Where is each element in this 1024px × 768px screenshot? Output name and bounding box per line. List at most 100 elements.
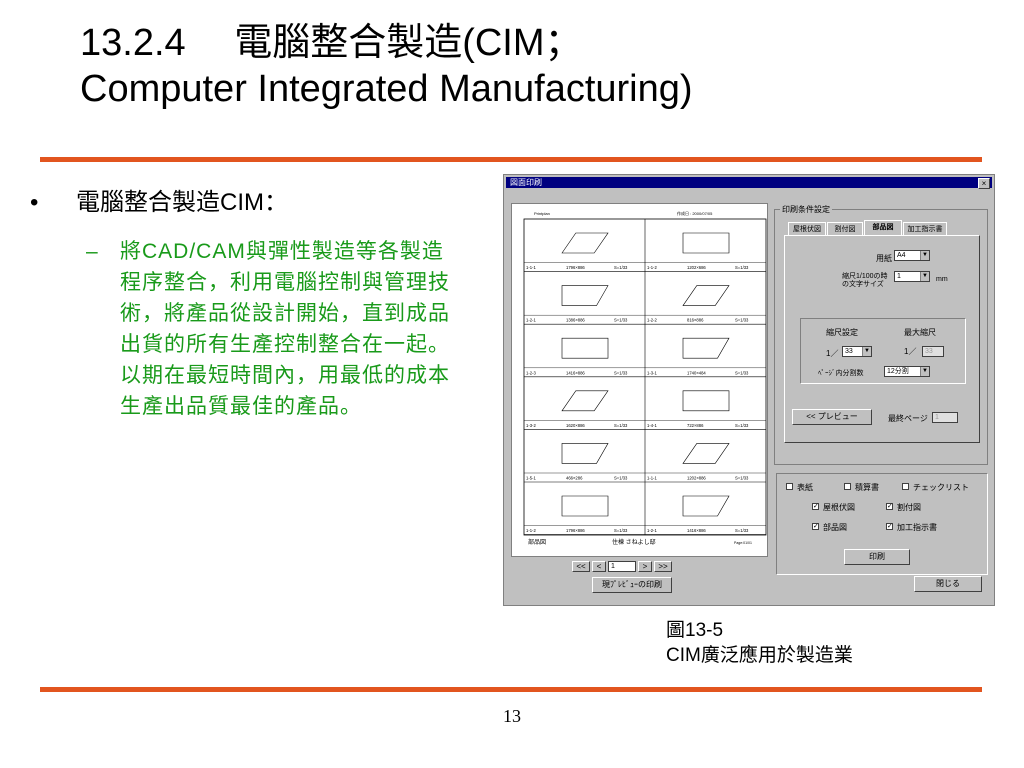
- close-button[interactable]: 閉じる: [914, 576, 982, 592]
- part-drawing: [682, 443, 730, 464]
- chevron-down-icon: ▼: [862, 347, 871, 356]
- part-drawing: [561, 285, 609, 306]
- cell-dimension: 1416×886: [566, 370, 585, 375]
- preview-button[interactable]: << プレビュー: [792, 409, 872, 425]
- tab-parts[interactable]: 部品図: [864, 220, 902, 235]
- scale-label-2: の文字サイズ: [842, 281, 884, 288]
- part-drawing: [561, 337, 609, 359]
- dialog-title: 図面印刷: [510, 178, 542, 187]
- checkbox-label: 屋根伏図: [823, 503, 855, 512]
- cell-dimension: 1620×886: [566, 423, 585, 428]
- checkbox[interactable]: ✓: [886, 523, 893, 530]
- tab-layout[interactable]: 割付図: [827, 222, 863, 235]
- cell-scale: S=1/33: [614, 265, 628, 270]
- dialog-title-bar: 図面印刷 ×: [506, 177, 992, 189]
- chevron-down-icon: ▼: [920, 251, 929, 260]
- bullet-2-text: 將CAD/CAM與彈性製造等各製造程序整合，利用電腦控制與管理技術，將產品從設計…: [120, 240, 450, 418]
- checkbox[interactable]: [786, 483, 793, 490]
- last-page-button[interactable]: >>: [654, 561, 672, 572]
- cell-id: 1-2-1: [526, 318, 536, 323]
- cell-scale: S=1/33: [614, 370, 628, 375]
- cell-scale: S=1/33: [735, 476, 749, 481]
- cell-scale: S=1/33: [735, 265, 749, 270]
- split-value: 12分割: [887, 368, 909, 375]
- bullet-dot-icon: •: [30, 189, 39, 216]
- preview-footer-left: 部品図: [528, 538, 546, 546]
- checkbox[interactable]: ✓: [812, 503, 819, 510]
- checkbox-label: 表紙: [797, 483, 813, 492]
- checkbox-label: 加工指示書: [897, 523, 937, 532]
- first-page-button[interactable]: <<: [572, 561, 590, 572]
- dash-icon: –: [86, 240, 98, 263]
- next-page-button[interactable]: >: [638, 561, 652, 572]
- cell-dimension: 1796×886: [566, 265, 585, 270]
- close-icon[interactable]: ×: [978, 178, 990, 189]
- max-ratio-field: 33: [922, 346, 944, 357]
- paper-select[interactable]: A4 ▼: [894, 250, 930, 261]
- caption-line-2: CIM廣泛應用於製造業: [666, 645, 853, 666]
- cell-dimension: 1202×686: [687, 265, 706, 270]
- chevron-down-icon: ▼: [920, 272, 929, 281]
- font-size-unit: mm: [936, 276, 948, 283]
- checkbox-label: チェックリスト: [913, 483, 969, 492]
- part-drawing: [682, 337, 730, 359]
- preview-header-left: Printplan: [534, 211, 550, 216]
- part-drawing: [561, 495, 609, 517]
- ratio-select[interactable]: 33 ▼: [842, 346, 872, 357]
- title-line-1: 13.2.4 電腦整合製造(CIM；: [80, 22, 583, 64]
- cell-id: 1-2-2: [647, 318, 657, 323]
- part-drawing: [682, 495, 730, 517]
- paper-label: 用紙: [876, 254, 892, 263]
- page-number-field[interactable]: 1: [608, 561, 636, 572]
- font-size-select[interactable]: 1▼: [894, 271, 930, 282]
- ratio-label: 縮尺設定: [826, 328, 858, 337]
- cell-scale: S=1/33: [614, 476, 628, 481]
- cell-id: 1-1-2: [526, 528, 536, 533]
- caption-line-1: 圖13-5: [666, 620, 724, 641]
- figure-caption: 圖13-5 CIM廣泛應用於製造業: [666, 618, 853, 668]
- preview-footer-mid: 住棟 さねよし邸: [612, 538, 656, 546]
- scale-label-1: 縮尺1/100の時: [842, 273, 888, 280]
- checkbox[interactable]: ✓: [812, 523, 819, 530]
- print-current-preview-button[interactable]: 現ﾌﾟﾚﾋﾞｭｰの印刷: [592, 577, 672, 593]
- bullet-1-text: 電腦整合製造CIM：: [76, 189, 288, 216]
- cell-scale: S=1/33: [614, 423, 628, 428]
- top-divider: [40, 157, 982, 162]
- prev-page-button[interactable]: <: [592, 561, 606, 572]
- preview-header-right: 作成日 : 2000/07/05: [677, 210, 713, 216]
- part-drawing: [682, 390, 730, 412]
- checkbox-label: 部品図: [823, 523, 847, 532]
- checkbox[interactable]: [902, 483, 909, 490]
- paper-value: A4: [897, 252, 906, 259]
- part-drawing: [561, 232, 609, 254]
- cell-id: 1-2-3: [526, 370, 536, 375]
- tab-panel: [784, 235, 980, 443]
- ratio-value: 33: [845, 348, 853, 355]
- part-drawing: [682, 232, 730, 254]
- split-label: ﾍﾟｰｼﾞ内分割数: [818, 370, 864, 377]
- checkbox[interactable]: ✓: [886, 503, 893, 510]
- cell-dimension: 722×886: [687, 423, 704, 428]
- checkbox[interactable]: [844, 483, 851, 490]
- print-button[interactable]: 印刷: [844, 549, 910, 565]
- tab-roof-plan[interactable]: 屋根伏図: [788, 222, 826, 235]
- split-select[interactable]: 12分割▼: [884, 366, 930, 377]
- cell-scale: S=1/33: [614, 318, 628, 323]
- max-ratio-prefix: 1／: [904, 347, 917, 356]
- part-drawing: [561, 390, 609, 412]
- cell-id: 1-4-1: [647, 423, 657, 428]
- cell-scale: S=1/33: [735, 528, 749, 533]
- cell-scale: S=1/33: [735, 423, 749, 428]
- last-page-field: 1: [932, 412, 958, 423]
- preview-cell: 1-4-1 722×886 S=1/33: [645, 390, 766, 430]
- part-drawing: [682, 285, 730, 306]
- tab-processing[interactable]: 加工指示書: [903, 222, 947, 235]
- print-conditions-label: 印刷条件設定: [780, 204, 832, 215]
